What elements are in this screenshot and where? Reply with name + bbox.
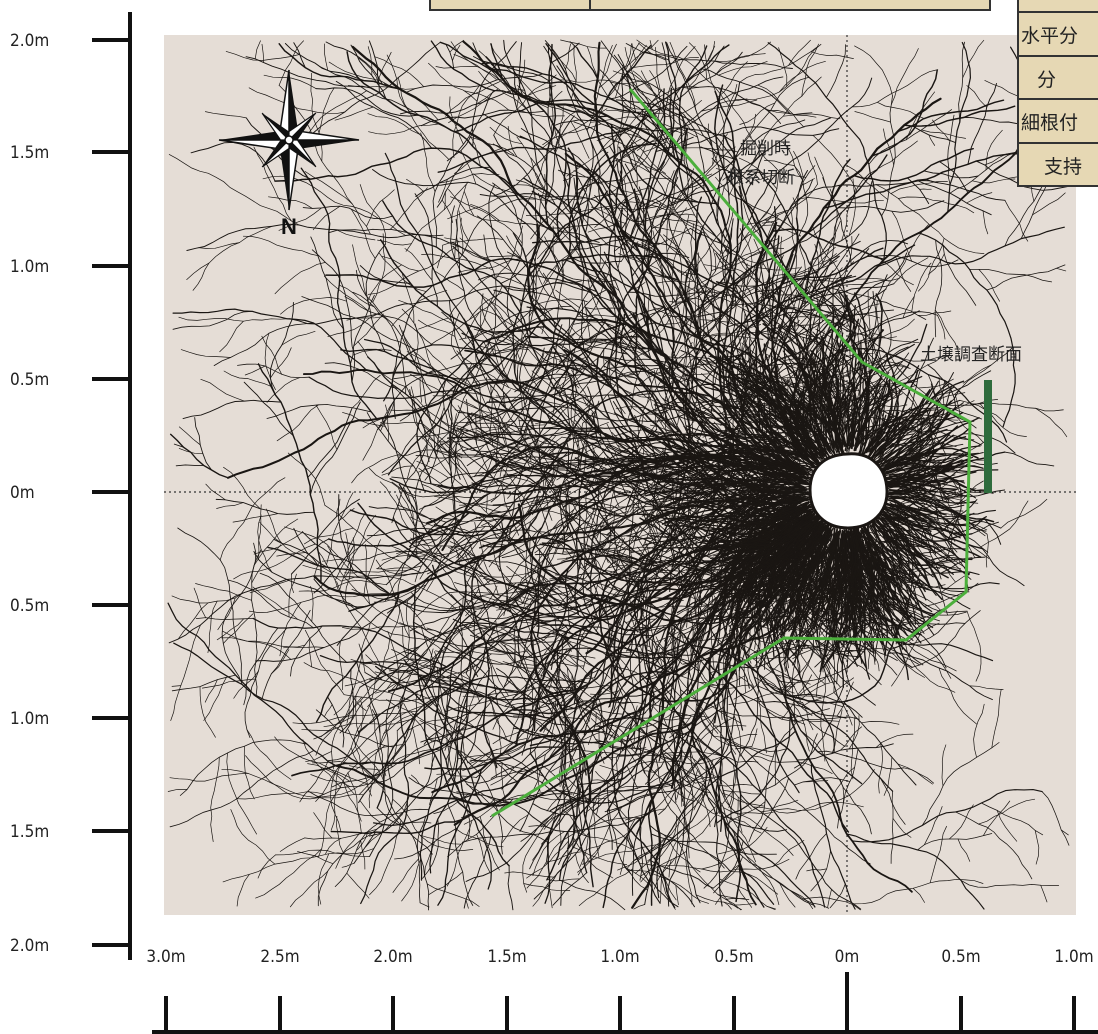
- excavation-cut-line: [491, 88, 972, 818]
- left-tick-label: 1.5m: [10, 143, 49, 163]
- bottom-tick-label: 3.0m: [146, 947, 185, 967]
- left-tick-label: 1.5m: [10, 822, 49, 842]
- bottom-scale: 3.0m 2.5m 2.0m 1.5m 1.0m 0.5m 0m 0.5m 1.0m: [146, 947, 1098, 1034]
- left-tick-label: 1.0m: [10, 709, 49, 729]
- legend-row-2: 分: [1037, 69, 1056, 91]
- left-tick-label: 0m: [10, 483, 35, 503]
- bottom-tick-label: 0.5m: [941, 947, 980, 967]
- left-scale: 2.0m 1.5m 1.0m 0.5m 0m 0.5m 1.0m 1.5m 2.0m: [10, 12, 132, 960]
- soil-section-label: 土壌調査断面: [920, 345, 1022, 365]
- left-tick-label: 2.0m: [10, 31, 49, 51]
- left-tick-label: 0.5m: [10, 370, 49, 390]
- left-tick-label: 0.5m: [10, 596, 49, 616]
- trunk-base: [808, 452, 889, 530]
- left-tick-label: 2.0m: [10, 936, 49, 956]
- legend-row-3: 細根付: [1021, 112, 1078, 134]
- root-system: [167, 39, 1072, 911]
- bottom-tick-label: 2.0m: [373, 947, 412, 967]
- legend-table: 水平分 分 細根付 支持: [1017, 0, 1098, 187]
- left-tick-label: 1.0m: [10, 257, 49, 277]
- bottom-tick-label: 0m: [835, 947, 860, 967]
- bottom-tick-label: 0.5m: [714, 947, 753, 967]
- soil-section-marker: [984, 380, 992, 493]
- top-table-fragment: [429, 0, 991, 11]
- legend-row-4: 支持: [1044, 156, 1082, 178]
- bottom-tick-label: 1.0m: [600, 947, 639, 967]
- cut-label-line2: 根系切断: [727, 168, 795, 188]
- compass-rose: [218, 69, 360, 211]
- bottom-tick-label: 1.5m: [487, 947, 526, 967]
- bottom-tick-label: 2.5m: [260, 947, 299, 967]
- legend-row-1: 水平分: [1021, 25, 1078, 47]
- bottom-tick-label: 1.0m: [1054, 947, 1093, 967]
- cut-label-line1: 掘削時: [740, 139, 791, 159]
- north-label: N: [281, 214, 297, 239]
